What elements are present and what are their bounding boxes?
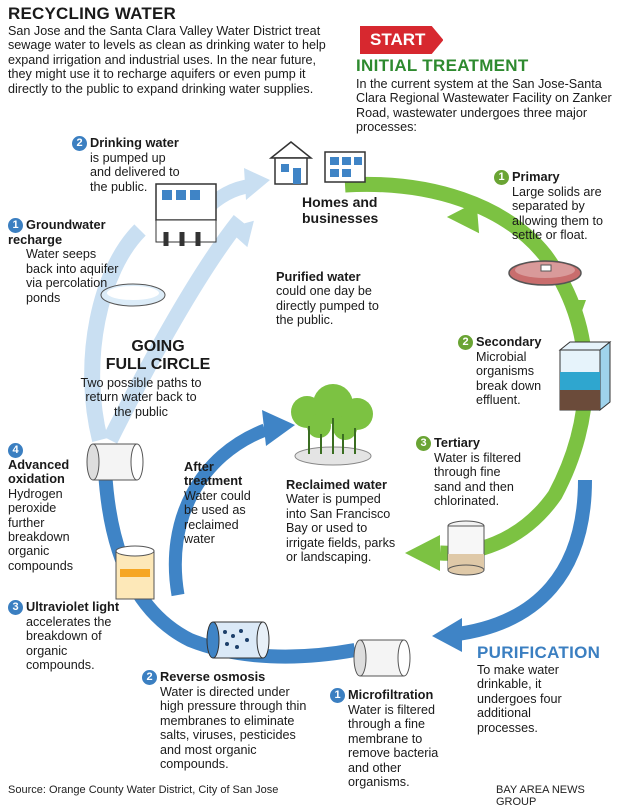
step-title: Groundwater recharge <box>8 217 106 247</box>
reclaimed-water-block: Reclaimed water Water is pumped into San… <box>286 477 404 565</box>
trees-icon <box>291 384 373 466</box>
green-arrow-head-top <box>446 201 480 234</box>
blue-arrow-head-right <box>432 618 462 652</box>
step-title: Reverse osmosis <box>160 669 266 684</box>
reclaimed-title: Reclaimed water <box>286 477 388 492</box>
step-number: 1 <box>8 218 23 233</box>
page-title: RECYCLING WATER <box>8 4 176 23</box>
step-title: Ultraviolet light <box>26 599 120 614</box>
step-number: 1 <box>494 170 509 185</box>
blue-bottom-arc <box>98 469 357 664</box>
step-advanced-oxidation: 4 Advanced oxidation Hydrogen peroxide f… <box>8 443 86 573</box>
source-note: Source: Orange County Water District, Ci… <box>8 784 279 796</box>
lightblue-arrow-head-2 <box>226 220 254 248</box>
credit-note: BAY AREA NEWS GROUP <box>496 784 585 808</box>
green-arrow-head-bottom <box>405 535 440 571</box>
purified-text: could one day be directly pumped to the … <box>276 284 379 328</box>
after-text: Water could be used as reclaimed water <box>184 488 251 547</box>
after-treatment-block: After treatment Water could be used as r… <box>184 459 268 547</box>
step-text: is pumped up and delivered to the public… <box>90 151 180 194</box>
green-arrow-head-secondary <box>568 300 586 322</box>
reclaimed-text: Water is pumped into San Francisco Bay o… <box>286 492 396 565</box>
uv-lamp-icon <box>115 545 155 600</box>
step-number: 3 <box>416 436 431 451</box>
start-badge: START <box>360 26 444 54</box>
lightblue-right-path <box>102 215 247 444</box>
initial-treatment-text: In the current system at the San Jose-Sa… <box>356 77 612 135</box>
oxidation-tank-icon <box>86 443 144 481</box>
percolation-pond-icon <box>100 283 166 307</box>
purified-water-block: Purified water could one day be directly… <box>276 269 386 328</box>
after-title: After treatment <box>184 459 243 489</box>
full-circle-text: Two possible paths to return water back … <box>80 376 202 419</box>
inner-blue-arc <box>168 423 268 597</box>
step-title: Secondary <box>476 334 542 349</box>
step-text: Water seeps back into aquifer via percol… <box>26 247 119 305</box>
bio-tank-icon <box>558 340 612 412</box>
step-title: Advanced oxidation <box>8 457 70 487</box>
step-number: 2 <box>458 335 473 350</box>
step-number: 1 <box>330 688 345 703</box>
ro-membrane-icon <box>206 621 270 659</box>
step-title: Tertiary <box>434 435 480 450</box>
step-text: Water is filtered through fine sand and … <box>434 451 522 509</box>
inner-blue-arrow-head <box>262 410 295 446</box>
microfilter-icon <box>353 639 411 677</box>
step-text: Large solids are separated by allowing t… <box>512 185 604 243</box>
sand-filter-icon <box>447 520 485 576</box>
full-circle-line2: FULL CIRCLE <box>105 356 211 373</box>
step-number: 4 <box>8 443 23 458</box>
step-title: Primary <box>512 169 560 184</box>
step-title: Microfiltration <box>348 687 434 702</box>
purified-title: Purified water <box>276 269 361 284</box>
purification-heading: PURIFICATION <box>477 643 601 662</box>
step-number: 2 <box>72 136 87 151</box>
settling-tank-icon <box>508 260 582 286</box>
initial-treatment-heading: INITIAL TREATMENT <box>356 56 529 75</box>
full-circle-line1: GOING <box>131 338 185 355</box>
homes-icon <box>268 141 366 185</box>
step-title: Drinking water <box>90 135 179 150</box>
purification-text: To make water drinkable, it undergoes fo… <box>477 663 562 735</box>
full-circle-heading: GOING FULL CIRCLE <box>98 338 218 374</box>
step-text: Water is filtered through a fine membran… <box>348 703 439 790</box>
lightblue-left-path <box>84 224 146 442</box>
step-number: 3 <box>8 600 23 615</box>
pumping-station-icon <box>155 183 217 246</box>
intro-text: San Jose and the Santa Clara Valley Wate… <box>8 24 326 96</box>
step-text: Microbial organisms break down effluent. <box>476 350 542 408</box>
step-number: 2 <box>142 670 157 685</box>
step-text: accelerates the breakdown of organic com… <box>26 615 112 673</box>
homes-label: Homes and businesses <box>302 194 379 226</box>
blue-flow-arc <box>449 479 592 642</box>
lightblue-arrow-head <box>244 168 270 200</box>
step-text: Water is directed under high pressure th… <box>160 685 307 772</box>
step-text: Hydrogen peroxide further breakdown orga… <box>8 486 74 573</box>
